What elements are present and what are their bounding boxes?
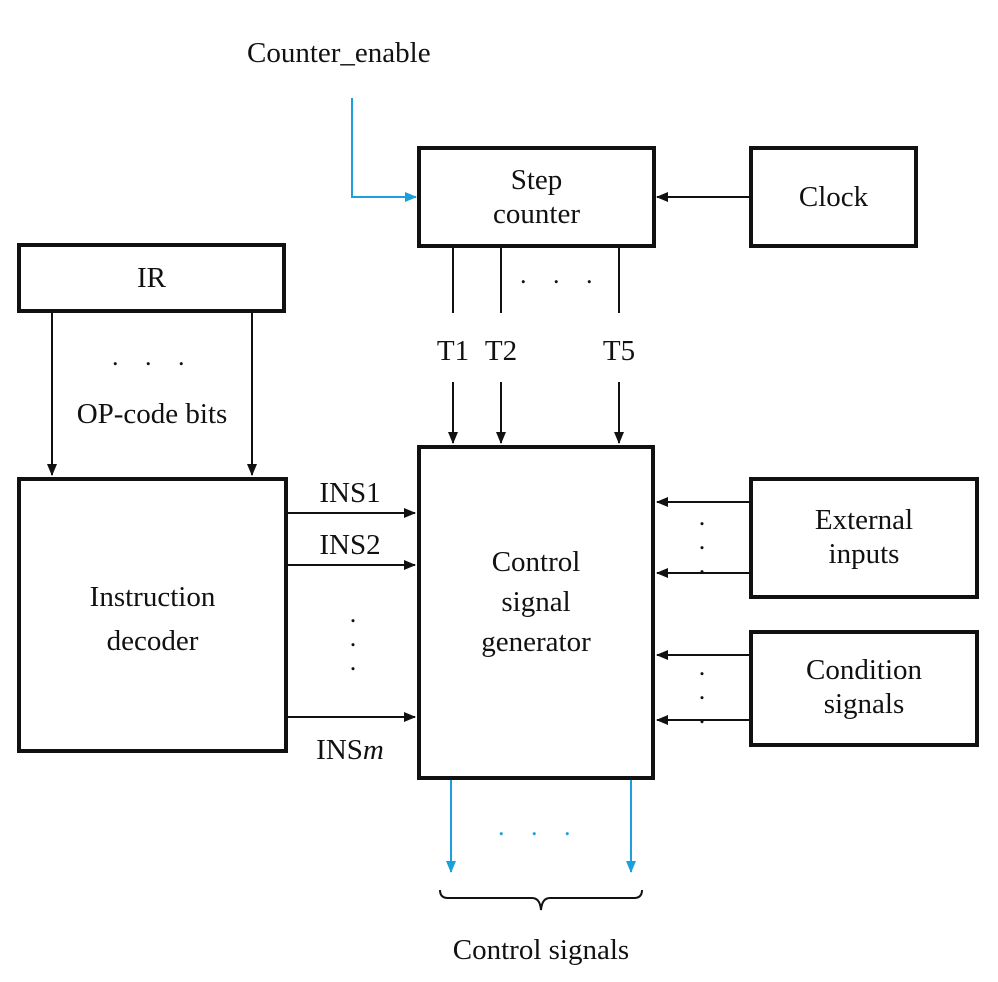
counter-enable-label: Counter_enable — [247, 37, 431, 69]
condition-signals-box — [749, 630, 979, 747]
step-counter-ellipsis: . . . — [520, 260, 603, 289]
ins2-label: INS2 — [319, 529, 381, 561]
step-counter-box — [417, 146, 656, 248]
external-inputs-box — [749, 477, 979, 599]
control-signals-label: Control signals — [452, 934, 630, 966]
t2-label: T2 — [484, 335, 518, 367]
condition-line1: Condition — [805, 654, 922, 686]
condition-signals-label: Condition signals — [751, 653, 977, 721]
external-line2: inputs — [828, 538, 900, 570]
step-counter-label: Step counter — [419, 163, 654, 231]
decoder-label: Instruction decoder — [19, 575, 286, 663]
insm-prefix: INS — [316, 734, 363, 766]
decoder-line1: Instruction — [89, 581, 216, 613]
clock-label: Clock — [798, 181, 869, 213]
decoder-line2: decoder — [106, 625, 199, 657]
instruction-decoder-box — [17, 477, 288, 753]
csg-line1: Control — [491, 546, 581, 578]
csg-label: Control signal generator — [419, 542, 653, 662]
csg-line3: generator — [481, 626, 591, 658]
ins-vertical-ellipsis: ... — [349, 599, 357, 676]
step-counter-line1: Step — [510, 164, 563, 196]
control-signals-brace — [439, 889, 643, 911]
external-line1: External — [814, 504, 914, 536]
condition-line2: signals — [823, 688, 905, 720]
condition-vertical-ellipsis: ... — [698, 652, 706, 729]
ir-box — [17, 243, 286, 313]
control-signal-generator-box — [417, 445, 655, 780]
ins1-label: INS1 — [319, 477, 381, 509]
opcode-bits-label: OP-code bits — [76, 398, 228, 430]
external-vertical-ellipsis: ... — [698, 502, 706, 579]
external-inputs-label: External inputs — [751, 503, 977, 571]
counter-enable-arrow — [351, 98, 417, 202]
csg-line2: signal — [501, 586, 571, 618]
control-output-ellipsis: . . . — [498, 812, 581, 841]
t5-label: T5 — [602, 335, 636, 367]
step-counter-line2: counter — [493, 198, 580, 230]
insm-suffix: m — [362, 734, 384, 766]
t1-label: T1 — [436, 335, 470, 367]
ir-label: IR — [137, 262, 166, 294]
insm-label: INSm — [300, 733, 400, 767]
ir-ellipsis: . . . — [112, 342, 195, 371]
